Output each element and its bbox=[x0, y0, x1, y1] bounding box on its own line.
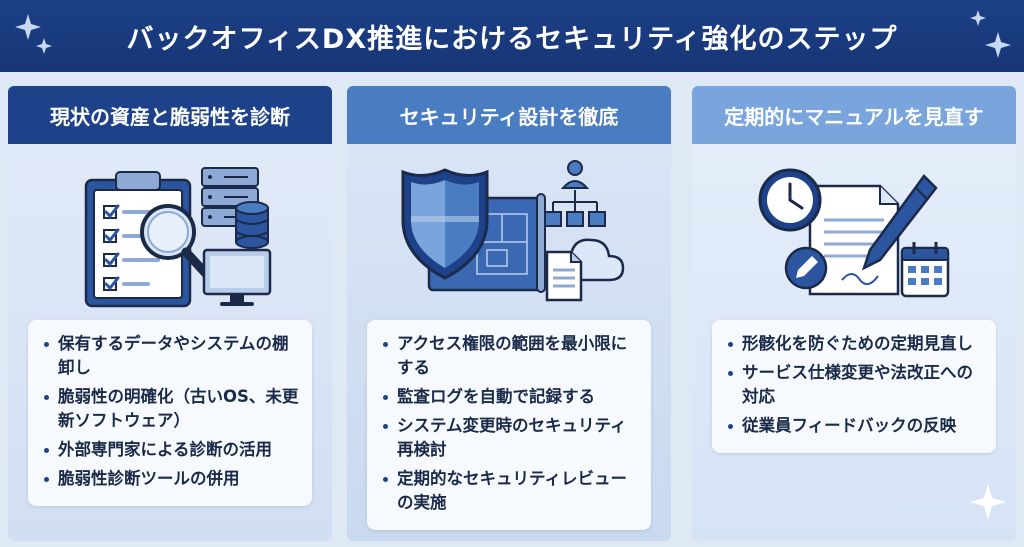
list-item: 脆弱性の明確化（古いOS、未更新ソフトウェア） bbox=[44, 385, 300, 433]
step-card: アクセス権限の範囲を最小限にする 監査ログを自動で記録する システム変更時のセキ… bbox=[367, 320, 651, 530]
manual-review-illustration bbox=[758, 168, 950, 298]
pen-icon bbox=[861, 174, 938, 271]
database-icon bbox=[235, 201, 269, 249]
step-heading: 定期的にマニュアルを見直す bbox=[692, 86, 1016, 144]
list-item: 保有するデータやシステムの棚卸し bbox=[44, 332, 300, 380]
edit-icon bbox=[784, 246, 828, 290]
checklist-server-illustration bbox=[84, 167, 272, 308]
list-item: 従業員フィードバックの反映 bbox=[728, 414, 984, 438]
monitor-icon bbox=[202, 248, 272, 306]
title-banner: バックオフィスDX推進におけるセキュリティ強化のステップ bbox=[0, 0, 1024, 72]
server-icon bbox=[201, 167, 259, 227]
step-card: 形骸化を防ぐための定期見直し サービス仕様変更や法改正への対応 従業員フィードバ… bbox=[712, 320, 996, 453]
security-design-illustration bbox=[401, 160, 625, 302]
list-item: アクセス権限の範囲を最小限にする bbox=[383, 332, 639, 380]
sparkle-icon bbox=[970, 10, 1011, 58]
step-card: 保有するデータやシステムの棚卸し 脆弱性の明確化（古いOS、未更新ソフトウェア）… bbox=[28, 320, 312, 506]
page-title: バックオフィスDX推進におけるセキュリティ強化のステップ bbox=[126, 23, 898, 55]
sparkle-icon bbox=[970, 484, 1006, 520]
step-heading: 現状の資産と脆弱性を診断 bbox=[8, 86, 332, 144]
sparkle-icon bbox=[15, 14, 52, 54]
clock-icon bbox=[758, 168, 822, 232]
step-heading: セキュリティ設計を徹底 bbox=[347, 86, 671, 144]
list-item: 外部専門家による診断の活用 bbox=[44, 438, 300, 462]
step-column-3: 定期的にマニュアルを見直す bbox=[692, 86, 1016, 541]
hierarchy-icon bbox=[544, 160, 606, 227]
magnifier-icon bbox=[140, 204, 213, 281]
calendar-icon bbox=[900, 242, 950, 298]
shield-icon bbox=[401, 168, 489, 280]
list-item: 定期的なセキュリティレビューの実施 bbox=[383, 467, 639, 515]
step-column-1: 現状の資産と脆弱性を診断 bbox=[8, 86, 332, 541]
list-item: サービス仕様変更や法改正への対応 bbox=[728, 361, 984, 409]
document-icon bbox=[545, 250, 583, 302]
list-item: 形骸化を防ぐための定期見直し bbox=[728, 332, 984, 356]
step-column-2: セキュリティ設計を徹底 bbox=[347, 86, 671, 541]
list-item: 監査ログを自動で記録する bbox=[383, 385, 639, 409]
list-item: 脆弱性診断ツールの併用 bbox=[44, 467, 300, 491]
list-item: システム変更時のセキュリティ再検討 bbox=[383, 414, 639, 462]
